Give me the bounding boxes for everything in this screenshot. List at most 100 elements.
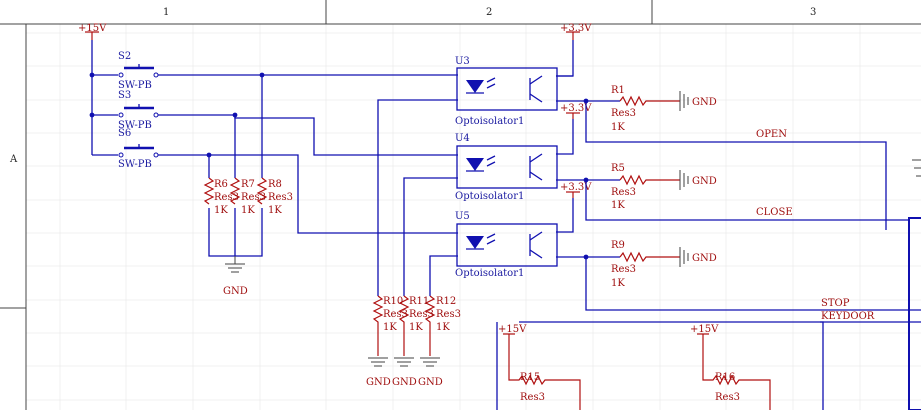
switch-s2[interactable] [92,64,159,78]
u5-cathode-wire[interactable] [429,255,458,296]
resistor-r15[interactable] [508,342,581,410]
r9-value: Res3 [611,264,636,275]
resistor-r11[interactable] [398,295,410,356]
u3-value: Optoisolator1 [455,116,524,127]
gnd-label-r9: GND [692,253,717,264]
r1-value: Res3 [611,108,636,119]
column-label-3: 3 [810,7,816,18]
optoisolator-u4[interactable] [456,145,558,189]
ground-symbols-bottom[interactable] [368,357,440,367]
r11-ref: R11 [409,296,429,307]
r7-tol: 1K [241,205,255,216]
ground-symbol-left[interactable] [225,256,245,273]
r8-tol: 1K [268,205,282,216]
u4-value: Optoisolator1 [455,191,524,202]
u3-collector-wire[interactable] [556,40,574,77]
vcc33-port-top[interactable] [566,31,580,40]
net-label-close: CLOSE [756,207,793,218]
vcc15-label-r16: +15V [690,324,719,335]
resistor-r12[interactable] [424,295,436,356]
junction-dots-left [89,72,265,158]
u4-collector-wire[interactable] [556,119,574,155]
resistor-r6[interactable] [203,177,215,205]
r16-ref: R16 [715,372,735,383]
s3-value: SW-PB [118,120,152,131]
r11-value: Res3 [409,309,434,320]
r15-ref: R15 [520,372,540,383]
vcc33-port-u4[interactable] [566,112,580,119]
r15-value: Res3 [520,392,545,403]
u4-ref: U4 [455,133,470,144]
u5-collector-wire[interactable] [556,198,574,233]
vcc15-port-r16[interactable] [697,333,709,342]
s3-ref: S3 [118,90,131,101]
u3-cathode-wire[interactable] [377,99,458,296]
open-net-wire[interactable] [556,100,887,220]
r11-tol: 1K [409,322,423,333]
r12-tol: 1K [436,322,450,333]
s2-value: SW-PB [118,80,152,91]
r6-tol: 1K [214,205,228,216]
junction-dots-right [583,98,589,260]
vcc15-port-left[interactable] [85,31,99,40]
column-label-2: 2 [486,7,492,18]
gnd-label-r12: GND [418,377,443,388]
r12-value: Res3 [436,309,461,320]
net-label-stop: STOP [821,298,850,309]
resistor-r7[interactable] [229,177,241,205]
r7-value: Res3 [241,192,266,203]
gnd-label-r5: GND [692,176,717,187]
ground-symbols-right[interactable] [679,91,689,267]
s3-net-wire[interactable] [158,114,458,156]
net-label-keydoor: KEYDOOR [821,311,875,322]
connector-pins [870,219,909,230]
r10-tol: 1K [383,322,397,333]
r9-tol: 1K [611,278,625,289]
optoisolator-u5[interactable] [456,223,558,267]
resistor-r8[interactable] [256,177,268,205]
u5-ref: U5 [455,211,470,222]
connector-body[interactable] [908,217,921,410]
vcc15-label-left: +15V [78,23,107,34]
resistor-r9[interactable] [619,251,680,263]
r9-ref: R9 [611,240,625,251]
lower-bus-wire[interactable] [519,321,824,410]
gnd-label-r11: GND [392,377,417,388]
switch-s3[interactable] [92,104,159,118]
r8-value: Res3 [268,192,293,203]
r12-ref: R12 [436,296,456,307]
net-label-open: OPEN [756,129,787,140]
r8-ref: R8 [268,179,282,190]
r10-value: Res3 [383,309,408,320]
resistor-r5[interactable] [619,174,680,186]
ground-symbol-edge [912,159,921,177]
vcc15-port-r15[interactable] [503,333,515,342]
gnd-label-r1: GND [692,97,717,108]
r5-ref: R5 [611,163,625,174]
s6-value: SW-PB [118,159,152,170]
s2-ref: S2 [118,51,131,62]
r5-value: Res3 [611,187,636,198]
resistor-r10[interactable] [372,295,384,356]
vcc33-port-u5[interactable] [566,191,580,198]
u4-cathode-wire[interactable] [403,177,458,296]
s6-ref: S6 [118,128,131,139]
vcc15-label-r15: +15V [498,324,527,335]
u3-ref: U3 [455,56,470,67]
r16-value: Res3 [715,392,740,403]
r5-tol: 1K [611,200,625,211]
optoisolator-u3[interactable] [456,67,558,111]
gnd-label-left: GND [223,286,248,297]
s6-net-wire[interactable] [158,154,458,234]
column-label-1: 1 [163,7,169,18]
switch-s6[interactable] [92,144,159,158]
u5-value: Optoisolator1 [455,268,524,279]
vcc33-label-u4: +3.3V [560,103,592,114]
r7-ref: R7 [241,179,255,190]
resistor-r16[interactable] [702,342,771,410]
resistor-r1[interactable] [619,95,680,107]
vcc33-label-top: +3.3V [560,23,592,34]
r1-ref: R1 [611,85,625,96]
